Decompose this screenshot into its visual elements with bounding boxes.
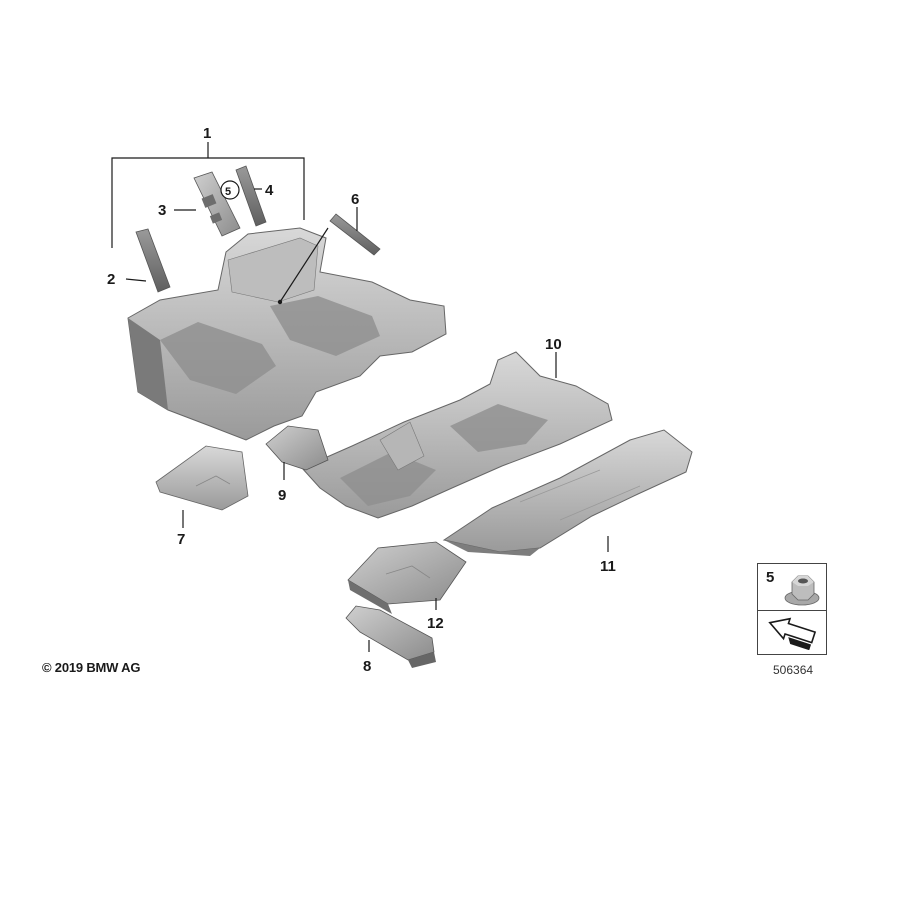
- callout-12: 12: [427, 615, 444, 632]
- part-9-small-mat: [265, 425, 329, 471]
- part-7-floor-mat: [155, 445, 249, 511]
- diagram-id: 506364: [773, 663, 814, 677]
- callout-labels: 1 2 3 4 5 6 7 8 9 10 11 12: [107, 125, 616, 675]
- part-2-side-pad: [135, 228, 171, 293]
- callout-9: 9: [278, 487, 286, 504]
- legend-box: 5: [757, 563, 827, 655]
- callout-1: 1: [203, 125, 211, 142]
- part-6-strip: [329, 213, 381, 256]
- part-12-mat-block: [347, 541, 467, 614]
- callout-5: 5: [225, 186, 231, 198]
- part-3-console-pad: [193, 171, 241, 237]
- callout-3: 3: [158, 202, 166, 219]
- callout-10: 10: [545, 336, 562, 353]
- callout-11: 11: [600, 558, 616, 575]
- callout-2: 2: [107, 271, 115, 288]
- callout-4: 4: [265, 182, 274, 199]
- legend-divider: [758, 610, 826, 611]
- part-1-front-carpet: [127, 227, 447, 441]
- part-8-wedge: [345, 605, 436, 668]
- part-10-rear-carpet: [301, 351, 613, 519]
- hex-nut-icon: [784, 575, 820, 606]
- position-arrow-icon: [768, 617, 817, 650]
- part-11-underbody-panel: [442, 429, 693, 556]
- copyright-text: © 2019 BMW AG: [42, 660, 141, 675]
- legend-number: 5: [766, 569, 775, 586]
- part-4-narrow-pad: [235, 165, 267, 227]
- leader-lines: [111, 142, 609, 652]
- callout-7: 7: [177, 531, 185, 548]
- callout-6: 6: [351, 191, 359, 208]
- callout-8: 8: [363, 658, 371, 675]
